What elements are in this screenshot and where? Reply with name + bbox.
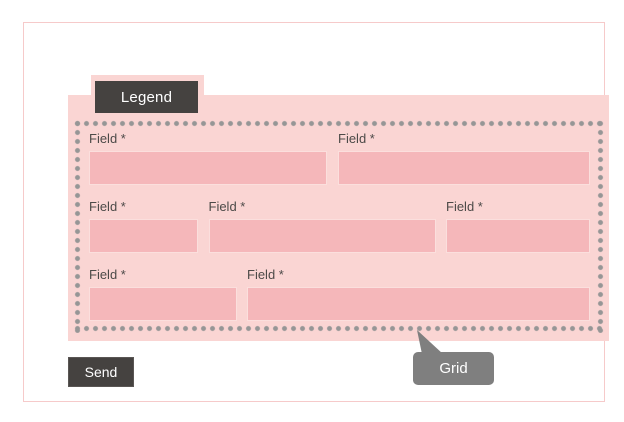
field-input[interactable]: [89, 151, 327, 185]
field-input[interactable]: [89, 287, 237, 321]
legend-callout: Legend: [95, 81, 198, 113]
field-label: Field *: [89, 199, 126, 214]
field-label: Field *: [89, 131, 126, 146]
form-field: Field *: [247, 267, 590, 321]
field-label: Field *: [247, 267, 284, 282]
field-row: Field * Field *: [89, 267, 590, 321]
field-row: Field * Field * Field *: [89, 199, 590, 253]
page-frame: Legend Field *Field *Field *Field *Field…: [23, 22, 609, 402]
legend-label: Legend: [120, 88, 173, 106]
fields-grid: Field *Field *Field *Field *Field *Field…: [89, 131, 590, 321]
field-input[interactable]: [208, 219, 436, 253]
send-button[interactable]: Send: [68, 357, 134, 387]
field-input[interactable]: [338, 151, 590, 185]
grid-callout: Grid: [413, 352, 494, 385]
form-field: Field *: [89, 267, 237, 321]
field-row: Field * Field *: [89, 131, 590, 185]
field-input[interactable]: [247, 287, 590, 321]
field-label: Field *: [89, 267, 126, 282]
grid-tooltip-label: Grid: [439, 360, 468, 377]
form-field: Field *: [446, 199, 590, 253]
send-button-label: Send: [84, 364, 118, 380]
form-field: Field *: [89, 199, 198, 253]
form-field: Field *: [208, 199, 436, 253]
field-label: Field *: [446, 199, 483, 214]
field-input[interactable]: [89, 219, 198, 253]
field-input[interactable]: [446, 219, 590, 253]
form-field: Field *: [338, 131, 590, 185]
grid-tooltip-pointer: [417, 330, 443, 354]
form-field: Field *: [89, 131, 327, 185]
field-label: Field *: [338, 131, 375, 146]
field-label: Field *: [208, 199, 246, 214]
